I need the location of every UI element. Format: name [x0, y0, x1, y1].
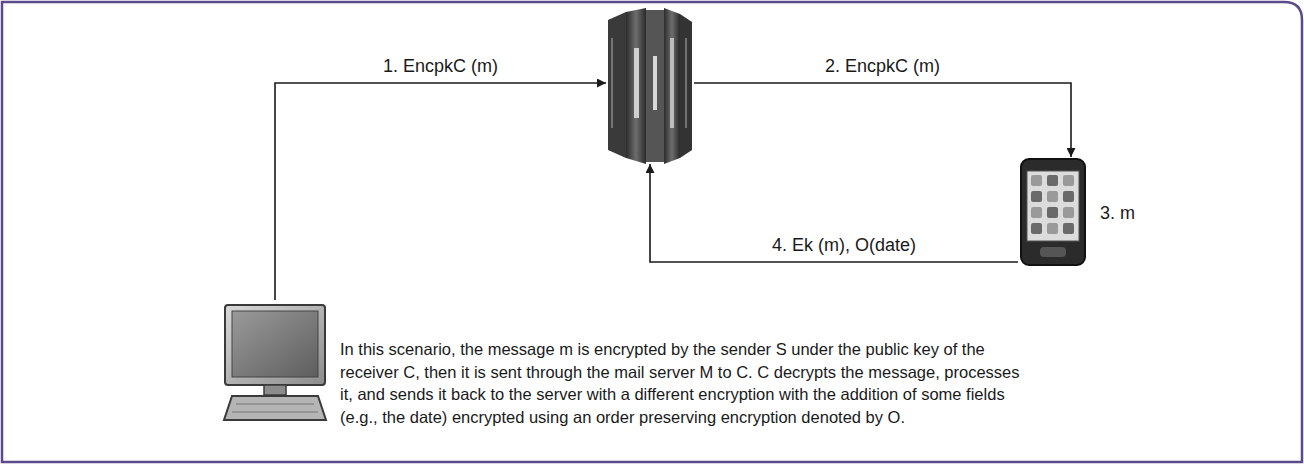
arrow-connector [694, 83, 1071, 157]
arrow-connector [275, 83, 606, 300]
phone-icon: 3. m [1018, 157, 1088, 267]
computer-icon-drawing [222, 300, 328, 426]
phone-icon-drawing [1018, 157, 1088, 267]
edge-label: 4. Ek (m), O(date) [769, 235, 919, 256]
arrow-connector [650, 164, 1018, 262]
edge-label: 2. EncpkC (m) [822, 56, 943, 77]
computer-icon [222, 300, 328, 426]
server-icon-drawing [606, 8, 694, 164]
server-icon [606, 8, 694, 164]
figure-caption: In this scenario, the message m is encry… [340, 338, 1030, 428]
edge-label: 1. EncpkC (m) [380, 56, 501, 77]
node-label: 3. m [1100, 203, 1135, 224]
